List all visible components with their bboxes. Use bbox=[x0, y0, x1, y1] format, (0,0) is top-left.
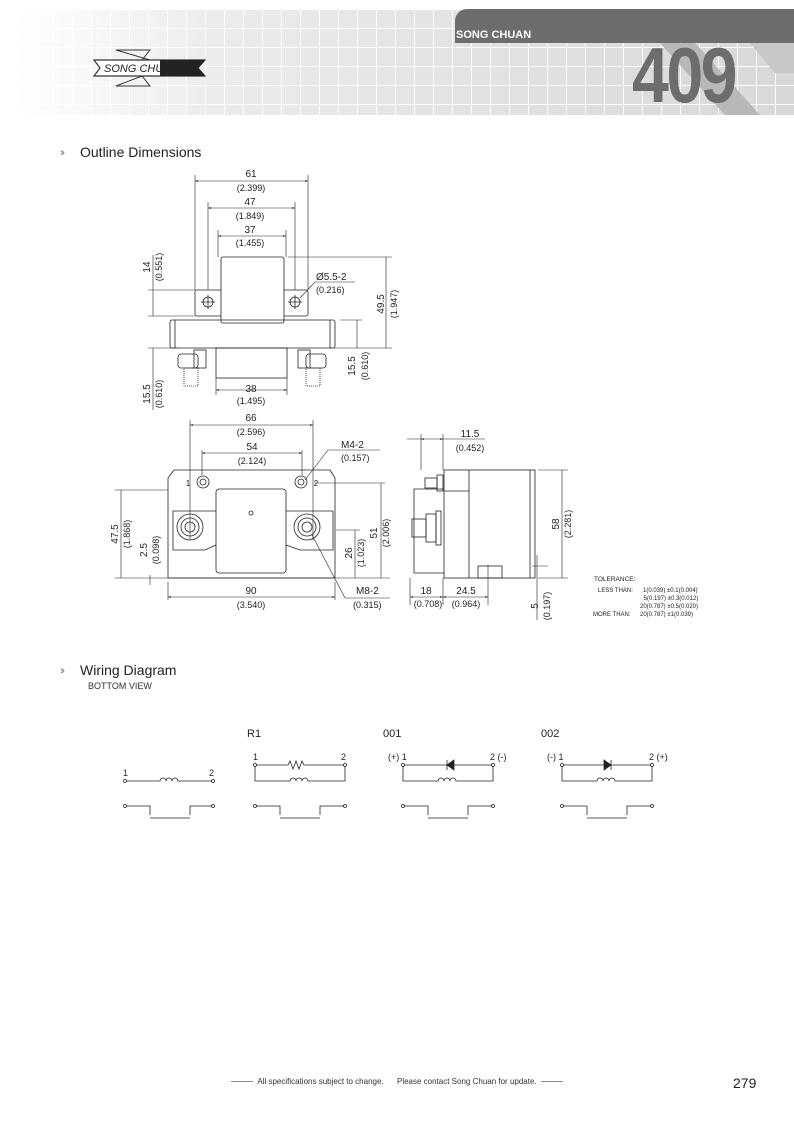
front-view-labels: 66 (2.596) 54 (2.124) M4-2 (0.157) 1 2 4… bbox=[110, 413, 391, 610]
dim-54-in: (2.124) bbox=[238, 456, 267, 466]
dim-90: 90 bbox=[245, 586, 257, 597]
dim-24-5: 24.5 bbox=[456, 586, 476, 597]
top-view-labels: 61 (2.399) 47 (1.849) 37 (1.455) 14 (0.5… bbox=[142, 169, 399, 408]
tolerance-value: 20(0.787) ±1(0.039) bbox=[640, 612, 693, 618]
tolerance-label: MORE THAN: bbox=[593, 612, 631, 618]
top-view-drawing bbox=[169, 256, 336, 387]
dim-5: 5 bbox=[530, 603, 541, 609]
dim-26-in: (1.023) bbox=[356, 539, 366, 568]
page-number: 279 bbox=[733, 1075, 757, 1091]
dim-47: 47 bbox=[244, 197, 256, 208]
section-arrow-icon: ››› bbox=[60, 665, 65, 677]
wiring-pin-label: (-) 1 bbox=[547, 752, 564, 762]
header-brand: SONG CHUAN bbox=[456, 29, 532, 41]
wiring-pin-label: 2 bbox=[341, 752, 346, 762]
dim-37: 37 bbox=[244, 225, 256, 236]
wiring-pin-label: 1 bbox=[253, 752, 258, 762]
wiring-label-001: 001 bbox=[383, 728, 401, 740]
outline-dimensions-title: Outline Dimensions bbox=[80, 144, 202, 160]
wiring-diagram-001 bbox=[401, 759, 495, 819]
dim-66-in: (2.596) bbox=[237, 427, 266, 437]
wiring-pin-label: 2 (-) bbox=[490, 752, 507, 762]
dim-61: 61 bbox=[245, 169, 257, 180]
wiring-diagram-r1 bbox=[253, 759, 347, 819]
dim-38-in: (1.495) bbox=[237, 396, 266, 406]
wiring-pin-label: (+) 1 bbox=[388, 752, 407, 762]
dim-24-5-in: (0.964) bbox=[452, 599, 481, 609]
pin-2-label: 2 bbox=[314, 479, 319, 488]
tolerance-table: TOLERANCE: LESS THAN: 1(0.039) ±0.1(0.00… bbox=[593, 576, 698, 618]
dim-hole-in: (0.216) bbox=[316, 285, 345, 295]
dim-15-5-left: 15.5 bbox=[142, 384, 153, 404]
wiring-pin-label: 1 bbox=[123, 768, 128, 778]
dim-66: 66 bbox=[245, 413, 257, 424]
header-chevron-decoration bbox=[660, 43, 794, 115]
dim-15-5-left-in: (0.610) bbox=[154, 380, 164, 409]
dim-14-in: (0.551) bbox=[154, 253, 164, 282]
footer-note-2: Please contact Song Chuan for update. bbox=[396, 1077, 537, 1086]
dim-m8: M8-2 bbox=[356, 586, 379, 597]
side-view-labels: 11.5 (0.452) 58 (2.281) 18 (0.708) 24.5 … bbox=[414, 429, 573, 620]
dim-m4: M4-2 bbox=[341, 440, 364, 451]
dim-14: 14 bbox=[142, 261, 153, 273]
dim-90-in: (3.540) bbox=[237, 600, 266, 610]
dim-15-5-right: 15.5 bbox=[347, 356, 358, 376]
wiring-diagram-plain bbox=[123, 777, 215, 819]
dim-hole: Ø5.5-2 bbox=[316, 272, 347, 283]
dim-11-5-in: (0.452) bbox=[456, 443, 485, 453]
dim-38: 38 bbox=[245, 384, 257, 395]
dim-18-in: (0.708) bbox=[414, 599, 443, 609]
dim-58-in: (2.281) bbox=[563, 510, 573, 539]
dim-26: 26 bbox=[344, 547, 355, 559]
side-view-dimensions bbox=[407, 434, 568, 620]
dim-18: 18 bbox=[420, 586, 432, 597]
footer-note: All specifications subject to change. Pl… bbox=[0, 1077, 794, 1086]
tolerance-title: TOLERANCE: bbox=[594, 576, 636, 583]
wiring-label-r1: R1 bbox=[247, 728, 261, 740]
front-view-dimensions bbox=[115, 420, 390, 600]
dim-54: 54 bbox=[246, 442, 258, 453]
wiring-labels: 1 2 R1 1 2 001 (+) 1 2 (-) 002 (-) 1 2 (… bbox=[123, 728, 668, 778]
dim-37-in: (1.455) bbox=[236, 238, 265, 248]
wiring-diagram-002 bbox=[560, 759, 654, 819]
dim-5-in: (0.197) bbox=[542, 592, 552, 621]
dim-51-in: (2.006) bbox=[381, 519, 391, 548]
logo-text: SONG CHUAN bbox=[104, 63, 179, 75]
dim-58: 58 bbox=[551, 518, 562, 530]
dim-49-5: 49.5 bbox=[376, 294, 387, 314]
dim-2-5-in: (0.098) bbox=[151, 536, 161, 565]
dim-2-5: 2.5 bbox=[139, 543, 150, 557]
section-arrow-icon: ››› bbox=[60, 147, 65, 159]
wiring-pin-label: 2 (+) bbox=[649, 752, 668, 762]
tolerance-value: 5(0.197) ±0.3(0.012) bbox=[644, 596, 699, 602]
tolerance-value: 20(0.787) ±0.5(0.020) bbox=[640, 604, 698, 610]
dim-15-5-right-in: (0.610) bbox=[360, 352, 370, 381]
tolerance-value: 1(0.039) ±0.1(0.004) bbox=[643, 588, 698, 594]
side-view-drawing bbox=[411, 469, 536, 579]
dim-m4-in: (0.157) bbox=[341, 453, 370, 463]
front-view-drawing bbox=[167, 469, 336, 579]
dim-11-5: 11.5 bbox=[461, 429, 480, 440]
footer-note-1: All specifications subject to change. bbox=[257, 1077, 384, 1086]
bottom-view-label: BOTTOM VIEW bbox=[88, 681, 152, 691]
wiring-diagram-title: Wiring Diagram bbox=[80, 662, 177, 678]
tolerance-label: LESS THAN: bbox=[598, 588, 633, 594]
wiring-label-002: 002 bbox=[541, 728, 559, 740]
wiring-pin-label: 2 bbox=[209, 768, 214, 778]
dim-47-5-in: (1.868) bbox=[122, 520, 132, 549]
top-view-dimensions bbox=[148, 175, 392, 410]
song-chuan-logo: SONG CHUAN bbox=[92, 49, 207, 87]
dim-61-in: (2.399) bbox=[237, 183, 266, 193]
dim-49-5-in: (1.947) bbox=[389, 290, 399, 319]
dim-51: 51 bbox=[369, 527, 380, 539]
dim-47-5: 47.5 bbox=[110, 524, 121, 544]
dim-m8-in: (0.315) bbox=[353, 600, 382, 610]
header-tab bbox=[455, 9, 794, 43]
dim-47-in: (1.849) bbox=[236, 211, 265, 221]
pin-1-label: 1 bbox=[186, 479, 191, 488]
series-number: 409 bbox=[632, 31, 738, 119]
